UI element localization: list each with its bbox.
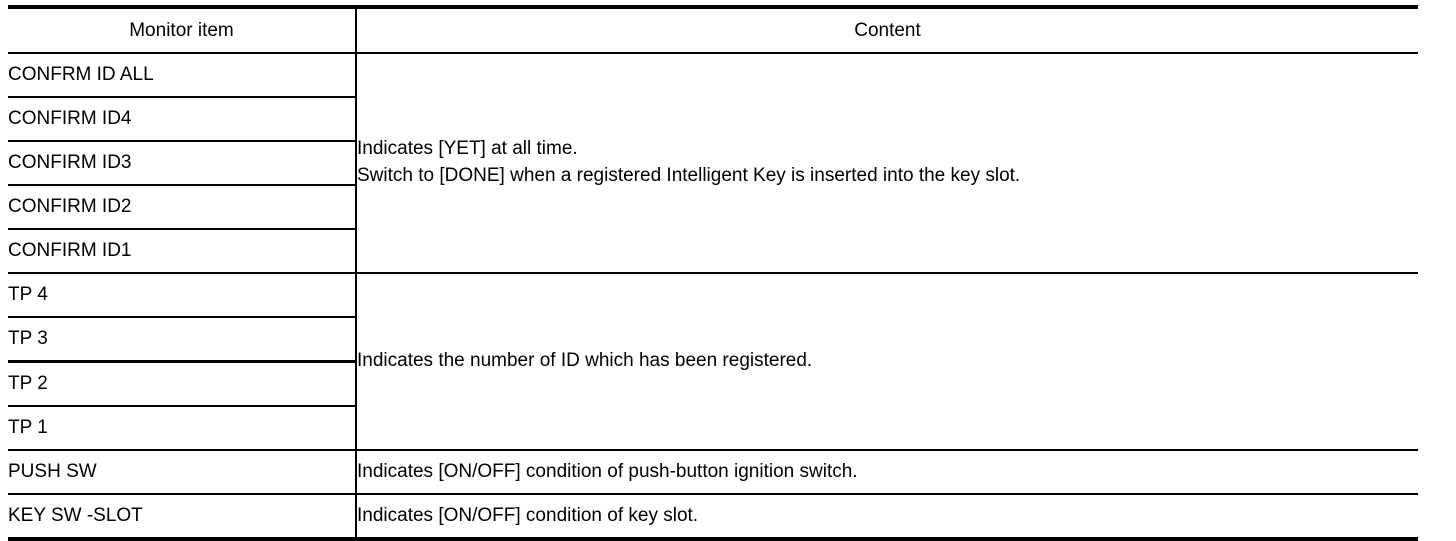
table-row: CONFIRM ID2 xyxy=(8,185,1418,230)
monitor-item-tp-4: TP 4 xyxy=(8,273,357,318)
content-line: Switch to [DONE] when a registered Intel… xyxy=(357,165,1021,186)
table-row: CONFIRM ID1 xyxy=(8,229,1418,274)
table-row: TP 2 xyxy=(8,361,1418,407)
content-line: Indicates [ON/OFF] condition of push-but… xyxy=(357,460,858,482)
content-push-sw: Indicates [ON/OFF] condition of push-but… xyxy=(356,450,1418,495)
monitor-item-tp-1: TP 1 xyxy=(8,406,357,451)
content-key-sw-slot: Indicates [ON/OFF] condition of key slot… xyxy=(356,494,1418,541)
table-row: CONFIRM ID4 xyxy=(8,97,1418,142)
table-row: TP 3 xyxy=(8,317,1418,363)
monitor-item-confrm-id-all: CONFRM ID ALL xyxy=(8,53,357,98)
content-confirm-id-group: Indicates [YET] at all time. Switch to [… xyxy=(356,53,1418,274)
table-row: TP 1 xyxy=(8,406,1418,451)
monitor-item-tp-2: TP 2 xyxy=(8,361,357,407)
monitor-item-confirm-id4: CONFIRM ID4 xyxy=(8,97,357,142)
table-row: CONFIRM ID3 xyxy=(8,141,1418,186)
table-row: PUSH SW Indicates [ON/OFF] condition of … xyxy=(8,450,1418,495)
monitor-item-table: Monitor item Content CONFRM ID ALL Indic… xyxy=(8,5,1418,541)
monitor-item-push-sw: PUSH SW xyxy=(8,450,357,495)
content-line: Indicates the number of ID which has bee… xyxy=(357,350,813,372)
table-row: KEY SW -SLOT Indicates [ON/OFF] conditio… xyxy=(8,494,1418,541)
monitor-item-table-container: Monitor item Content CONFRM ID ALL Indic… xyxy=(8,5,1418,541)
table-header: Monitor item Content xyxy=(8,5,1418,54)
monitor-item-key-sw-slot: KEY SW -SLOT xyxy=(8,494,357,541)
table-body: CONFRM ID ALL Indicates [YET] at all tim… xyxy=(8,53,1418,541)
content-line: Indicates [ON/OFF] condition of key slot… xyxy=(357,504,699,526)
content-line: Indicates [YET] at all time. xyxy=(357,138,578,160)
monitor-item-confirm-id3: CONFIRM ID3 xyxy=(8,141,357,186)
table-row: TP 4 Indicates the number of ID which ha… xyxy=(8,273,1418,451)
monitor-item-confirm-id2: CONFIRM ID2 xyxy=(8,185,357,230)
monitor-item-confirm-id1: CONFIRM ID1 xyxy=(8,229,357,274)
table-row: CONFRM ID ALL Indicates [YET] at all tim… xyxy=(8,53,1418,274)
content-tp-group: Indicates the number of ID which has bee… xyxy=(356,273,1418,451)
table-header-row: Monitor item Content xyxy=(8,5,1418,54)
column-header-monitor-item: Monitor item xyxy=(8,5,357,54)
column-header-content: Content xyxy=(356,5,1418,54)
monitor-item-tp-3: TP 3 xyxy=(8,317,357,363)
